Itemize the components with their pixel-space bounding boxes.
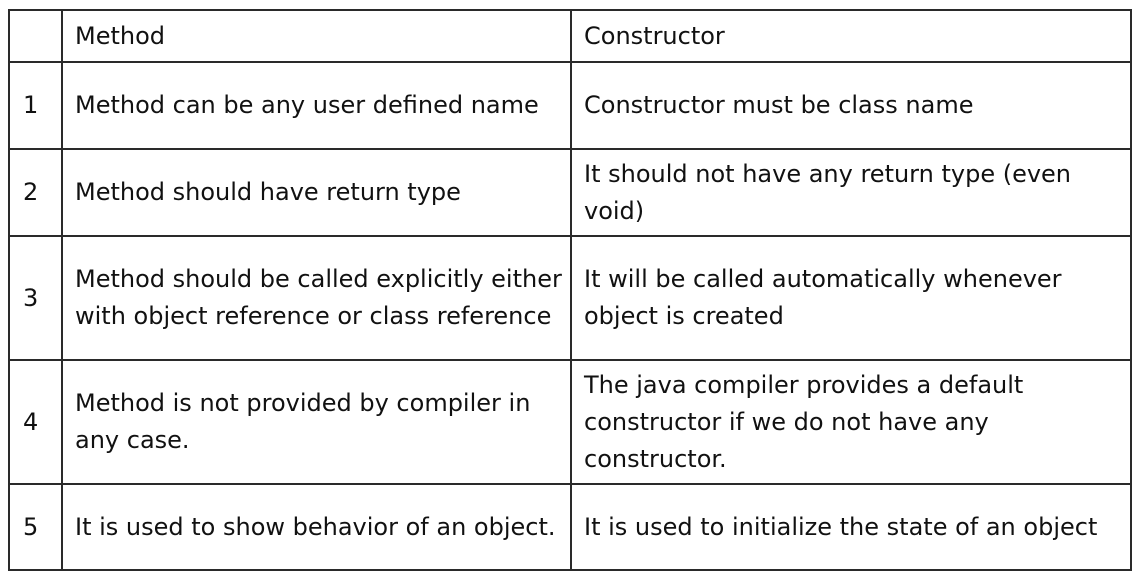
constructor-cell: It will be called automatically whenever… [570,235,1132,361]
table-row: 1 Method can be any user defined name Co… [8,61,1132,150]
method-cell: It is used to show behavior of an object… [61,483,572,571]
row-number-cell: 1 [8,61,63,150]
constructor-cell: The java compiler provides a default con… [570,359,1132,485]
comparison-table-container: Method Constructor 1 Method can be any u… [8,9,1132,571]
header-cell-number [8,9,63,63]
method-cell: Method is not provided by compiler in an… [61,359,572,485]
table-row: 4 Method is not provided by compiler in … [8,359,1132,485]
constructor-cell: It is used to initialize the state of an… [570,483,1132,571]
row-number-cell: 3 [8,235,63,361]
method-cell: Method can be any user defined name [61,61,572,150]
header-cell-constructor: Constructor [570,9,1132,63]
constructor-cell: It should not have any return type (even… [570,148,1132,237]
method-vs-constructor-table: Method Constructor 1 Method can be any u… [8,9,1132,571]
row-number-cell: 5 [8,483,63,571]
method-cell: Method should have return type [61,148,572,237]
row-number-cell: 4 [8,359,63,485]
row-number-cell: 2 [8,148,63,237]
table-row: 5 It is used to show behavior of an obje… [8,483,1132,571]
table-row: 3 Method should be called explicitly eit… [8,235,1132,361]
table-header-row: Method Constructor [8,9,1132,63]
header-cell-method: Method [61,9,572,63]
table-row: 2 Method should have return type It shou… [8,148,1132,237]
method-cell: Method should be called explicitly eithe… [61,235,572,361]
constructor-cell: Constructor must be class name [570,61,1132,150]
